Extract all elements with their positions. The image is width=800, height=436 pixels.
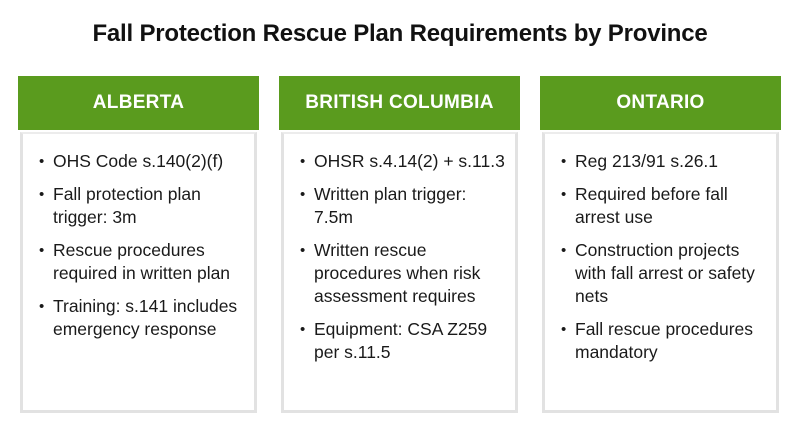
list-item: Equipment: CSA Z259 per s.11.5 bbox=[300, 318, 505, 364]
list-item: Reg 213/91 s.26.1 bbox=[561, 150, 766, 173]
list-item: Rescue procedures required in written pl… bbox=[39, 239, 244, 285]
list-item: Fall rescue procedures mandatory bbox=[561, 318, 766, 364]
list-item: Written plan trigger: 7.5m bbox=[300, 183, 505, 229]
list-item: OHS Code s.140(2)(f) bbox=[39, 150, 244, 173]
list-item: Training: s.141 includes emergency respo… bbox=[39, 295, 244, 341]
province-header: BRITISH COLUMBIA bbox=[279, 76, 520, 130]
province-body: OHS Code s.140(2)(f) Fall protection pla… bbox=[20, 132, 257, 413]
list-item: Written rescue procedures when risk asse… bbox=[300, 239, 505, 308]
page-title: Fall Protection Rescue Plan Requirements… bbox=[92, 20, 708, 47]
list-item: Fall protection plan trigger: 3m bbox=[39, 183, 244, 229]
list-item: Required before fall arrest use bbox=[561, 183, 766, 229]
list-item: OHSR s.4.14(2) + s.11.3 bbox=[300, 150, 505, 173]
province-header: ALBERTA bbox=[18, 76, 259, 130]
requirements-list: Reg 213/91 s.26.1 Required before fall a… bbox=[545, 134, 776, 364]
province-body: OHSR s.4.14(2) + s.11.3 Written plan tri… bbox=[281, 132, 518, 413]
province-card-alberta: ALBERTA OHS Code s.140(2)(f) Fall protec… bbox=[18, 76, 259, 413]
province-card-british-columbia: BRITISH COLUMBIA OHSR s.4.14(2) + s.11.3… bbox=[279, 76, 520, 413]
province-header: ONTARIO bbox=[540, 76, 781, 130]
province-body: Reg 213/91 s.26.1 Required before fall a… bbox=[542, 132, 779, 413]
requirements-list: OHS Code s.140(2)(f) Fall protection pla… bbox=[23, 134, 254, 341]
requirements-list: OHSR s.4.14(2) + s.11.3 Written plan tri… bbox=[284, 134, 515, 364]
province-card-ontario: ONTARIO Reg 213/91 s.26.1 Required befor… bbox=[540, 76, 781, 413]
list-item: Construction projects with fall arrest o… bbox=[561, 239, 766, 308]
